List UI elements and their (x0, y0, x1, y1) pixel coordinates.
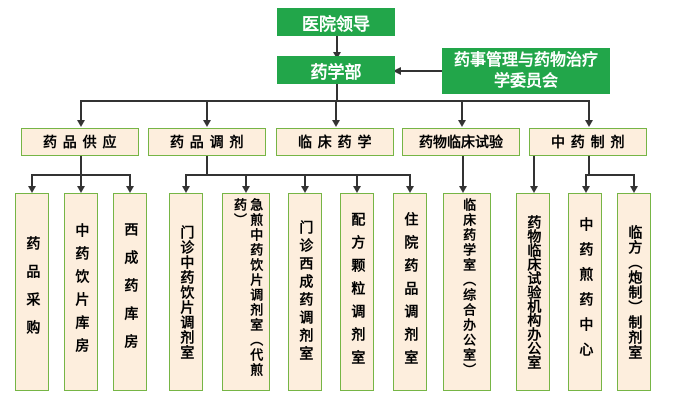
arrow-down-icon (458, 120, 466, 127)
unit-box: 药品采购 (15, 193, 49, 391)
connector-dept-down (336, 84, 338, 100)
arrow-down-icon (459, 186, 467, 193)
leader-box: 医院领导 (277, 8, 395, 36)
unit-box: 配方颗粒调剂室 (340, 193, 374, 391)
arrow-down-icon (582, 186, 590, 193)
arrow-down-icon (353, 186, 361, 193)
unit-label: 急煎中药饮片调剂室（代煎药） (231, 198, 263, 378)
dept-dispensing: 药 品 调 剂 (148, 128, 266, 156)
arrow-down-icon (301, 186, 309, 193)
arrow-down-icon (28, 186, 36, 193)
connector-drop (409, 174, 411, 188)
unit-box: 中药饮片库房 (64, 193, 98, 391)
arrow-down-icon (630, 186, 638, 193)
arrow-down-icon (242, 186, 250, 193)
unit-label: 中药饮片库房 (73, 223, 90, 361)
unit-box: 临方（炮制）制剂室 (617, 193, 651, 391)
dept-clinical-trials: 药物临床试验 (402, 128, 520, 156)
unit-label: 药物临床试验机构办公室 (525, 215, 542, 369)
dept-clinical-pharmacy: 临 床 药 学 (276, 128, 394, 156)
unit-label: 中药煎药中心 (577, 217, 594, 367)
unit-label: 临方（炮制）制剂室 (626, 224, 643, 360)
unit-box: 西成药库房 (113, 193, 147, 391)
unit-box: 门诊中药饮片调剂室 (169, 193, 203, 391)
arrow-down-icon (77, 186, 85, 193)
unit-label: 住院药品调剂室 (402, 211, 419, 373)
arrow-down-icon (585, 120, 593, 127)
connector-drop (356, 174, 358, 188)
connector-drop (185, 174, 187, 188)
unit-box: 住院药品调剂室 (393, 193, 427, 391)
unit-label: 门诊中药饮片调剂室 (178, 224, 195, 360)
arrow-down-icon (406, 186, 414, 193)
unit-box: 门诊西成药调剂室 (288, 193, 322, 391)
unit-label: 配方颗粒调剂室 (349, 211, 366, 373)
connector-drop (461, 100, 463, 122)
connector-drop (585, 174, 587, 188)
connector-drop (206, 100, 208, 122)
connector-drop (129, 174, 131, 188)
connector-drop (462, 156, 464, 188)
connector-drop (31, 174, 33, 188)
connector-drop (533, 156, 535, 188)
unit-box: 药物临床试验机构办公室 (516, 193, 550, 391)
connector-drop (206, 156, 208, 174)
arrow-left-icon (393, 67, 401, 75)
arrow-down-icon (530, 186, 538, 193)
arrow-down-icon (182, 186, 190, 193)
pharmacy-dept-box: 药学部 (277, 56, 395, 84)
unit-label: 门诊西成药调剂室 (297, 220, 314, 364)
unit-label: 药品采购 (24, 236, 41, 348)
arrow-down-icon (126, 186, 134, 193)
connector-drop (588, 156, 590, 174)
unit-box: 中药煎药中心 (568, 193, 602, 391)
connector-drop (80, 156, 82, 174)
arrow-down-icon (77, 120, 85, 127)
arrow-down-icon (332, 120, 340, 127)
dept-drug-supply: 药 品 供 应 (21, 128, 139, 156)
connector-drop (80, 174, 82, 188)
unit-box: 急煎中药饮片调剂室（代煎药） (222, 193, 270, 391)
committee-box: 药事管理与药物治疗学委员会 (442, 48, 610, 94)
unit-label: 临床药学室（综合办公室） (460, 198, 476, 378)
connector-drop (80, 100, 82, 122)
arrow-down-icon (333, 52, 341, 59)
unit-box: 临床药学室（综合办公室） (443, 193, 491, 391)
connector-bar (185, 174, 411, 176)
connector-drop (588, 100, 590, 122)
connector-committee (399, 70, 442, 72)
connector-drop (245, 174, 247, 188)
connector-drop (304, 174, 306, 188)
arrow-down-icon (203, 120, 211, 127)
connector-leader-to-dept (336, 36, 338, 56)
connector-bar (585, 174, 635, 176)
dept-tcm-preparation: 中 药 制 剂 (529, 128, 647, 156)
connector-drop (335, 100, 337, 122)
unit-label: 西成药库房 (122, 222, 139, 362)
connector-drop (633, 174, 635, 188)
